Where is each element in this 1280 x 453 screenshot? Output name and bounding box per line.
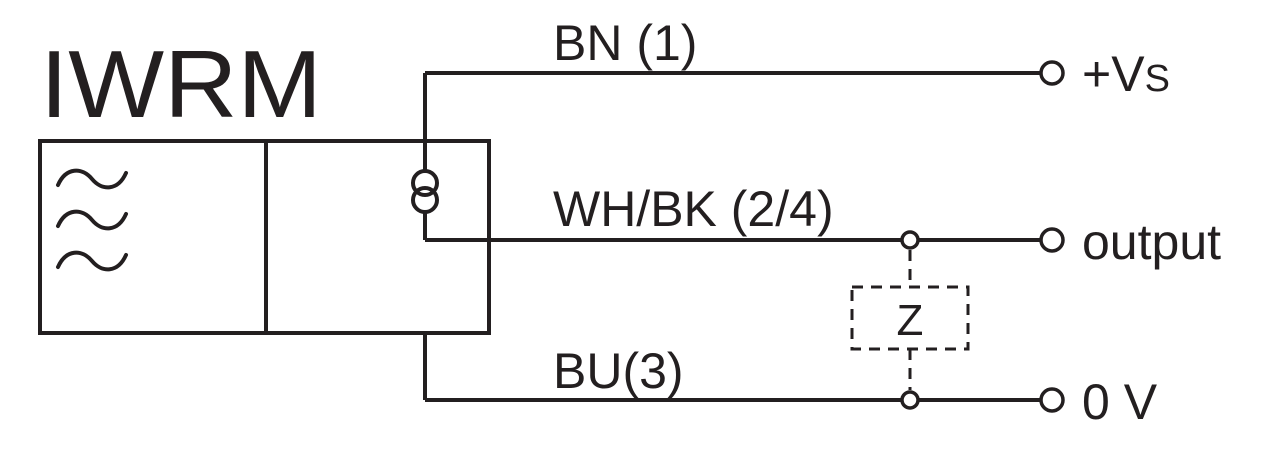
terminal-ground-label: 0 V xyxy=(1082,374,1158,430)
load-impedance: Z xyxy=(850,250,970,390)
terminal-output xyxy=(1039,227,1065,253)
terminal-supply-label: +VS xyxy=(1082,46,1170,102)
wire-blue-label: BU(3) xyxy=(553,343,684,399)
terminal-output-label: output xyxy=(1082,214,1221,270)
load-label: Z xyxy=(897,296,924,345)
wire-output-label: WH/BK (2/4) xyxy=(553,181,834,237)
inductive-waves-icon xyxy=(56,168,128,272)
device-title: IWRM xyxy=(40,31,322,138)
terminal-ground xyxy=(1039,387,1065,413)
junction-output xyxy=(900,230,920,250)
wire-brown-label: BN (1) xyxy=(553,15,697,71)
junction-ground xyxy=(900,390,920,410)
terminal-supply xyxy=(1039,60,1065,86)
current-source-icon xyxy=(411,169,439,214)
sensor-housing xyxy=(38,139,491,335)
